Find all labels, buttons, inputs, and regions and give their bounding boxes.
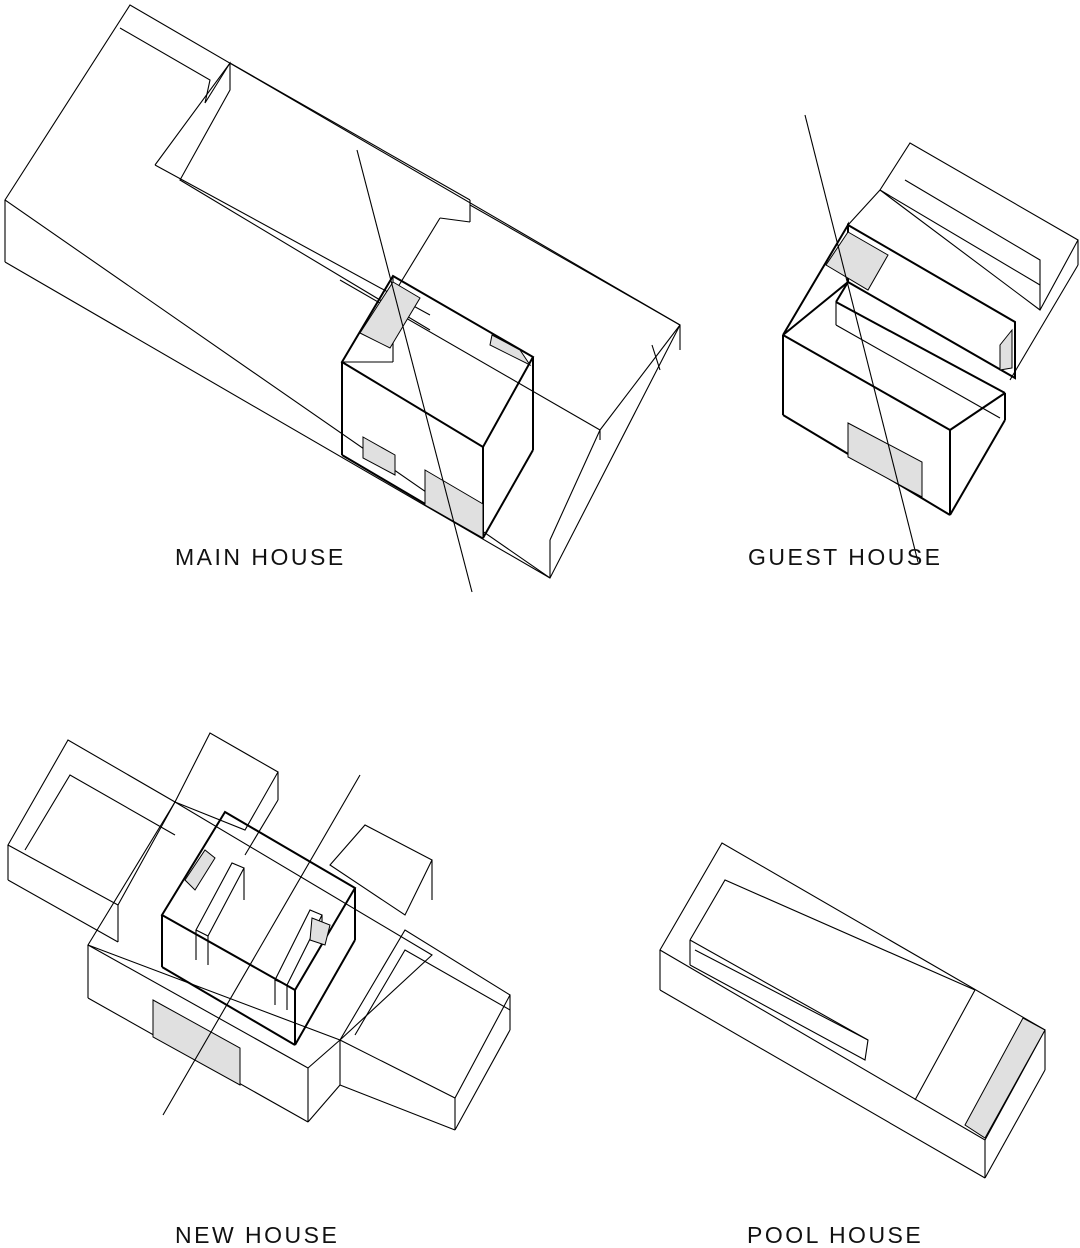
wall-opening bbox=[184, 849, 216, 891]
door-opening bbox=[424, 469, 484, 539]
wall-opening bbox=[964, 1017, 1046, 1139]
main-house-label: MAIN HOUSE bbox=[175, 544, 346, 570]
guest-house-axonometric bbox=[782, 114, 1079, 563]
roof-opening bbox=[359, 281, 421, 349]
pool-house-label: POOL HOUSE bbox=[747, 1222, 924, 1248]
door-opening bbox=[847, 422, 923, 498]
new-house-label: NEW HOUSE bbox=[175, 1222, 340, 1248]
slot-opening bbox=[999, 328, 1013, 371]
section-axis-line bbox=[162, 774, 361, 1116]
main-house-axonometric bbox=[4, 4, 681, 593]
guest-house-label: GUEST HOUSE bbox=[748, 544, 943, 570]
wall-opening bbox=[825, 231, 889, 291]
new-house-axonometric bbox=[7, 732, 511, 1131]
wall-opening bbox=[309, 917, 331, 946]
roof-opening bbox=[489, 334, 532, 367]
pool-house-axonometric bbox=[659, 842, 1046, 1179]
window-opening bbox=[362, 436, 396, 476]
section-axis-line bbox=[804, 114, 919, 563]
section-axis-line bbox=[356, 149, 473, 593]
door-opening bbox=[152, 999, 241, 1086]
